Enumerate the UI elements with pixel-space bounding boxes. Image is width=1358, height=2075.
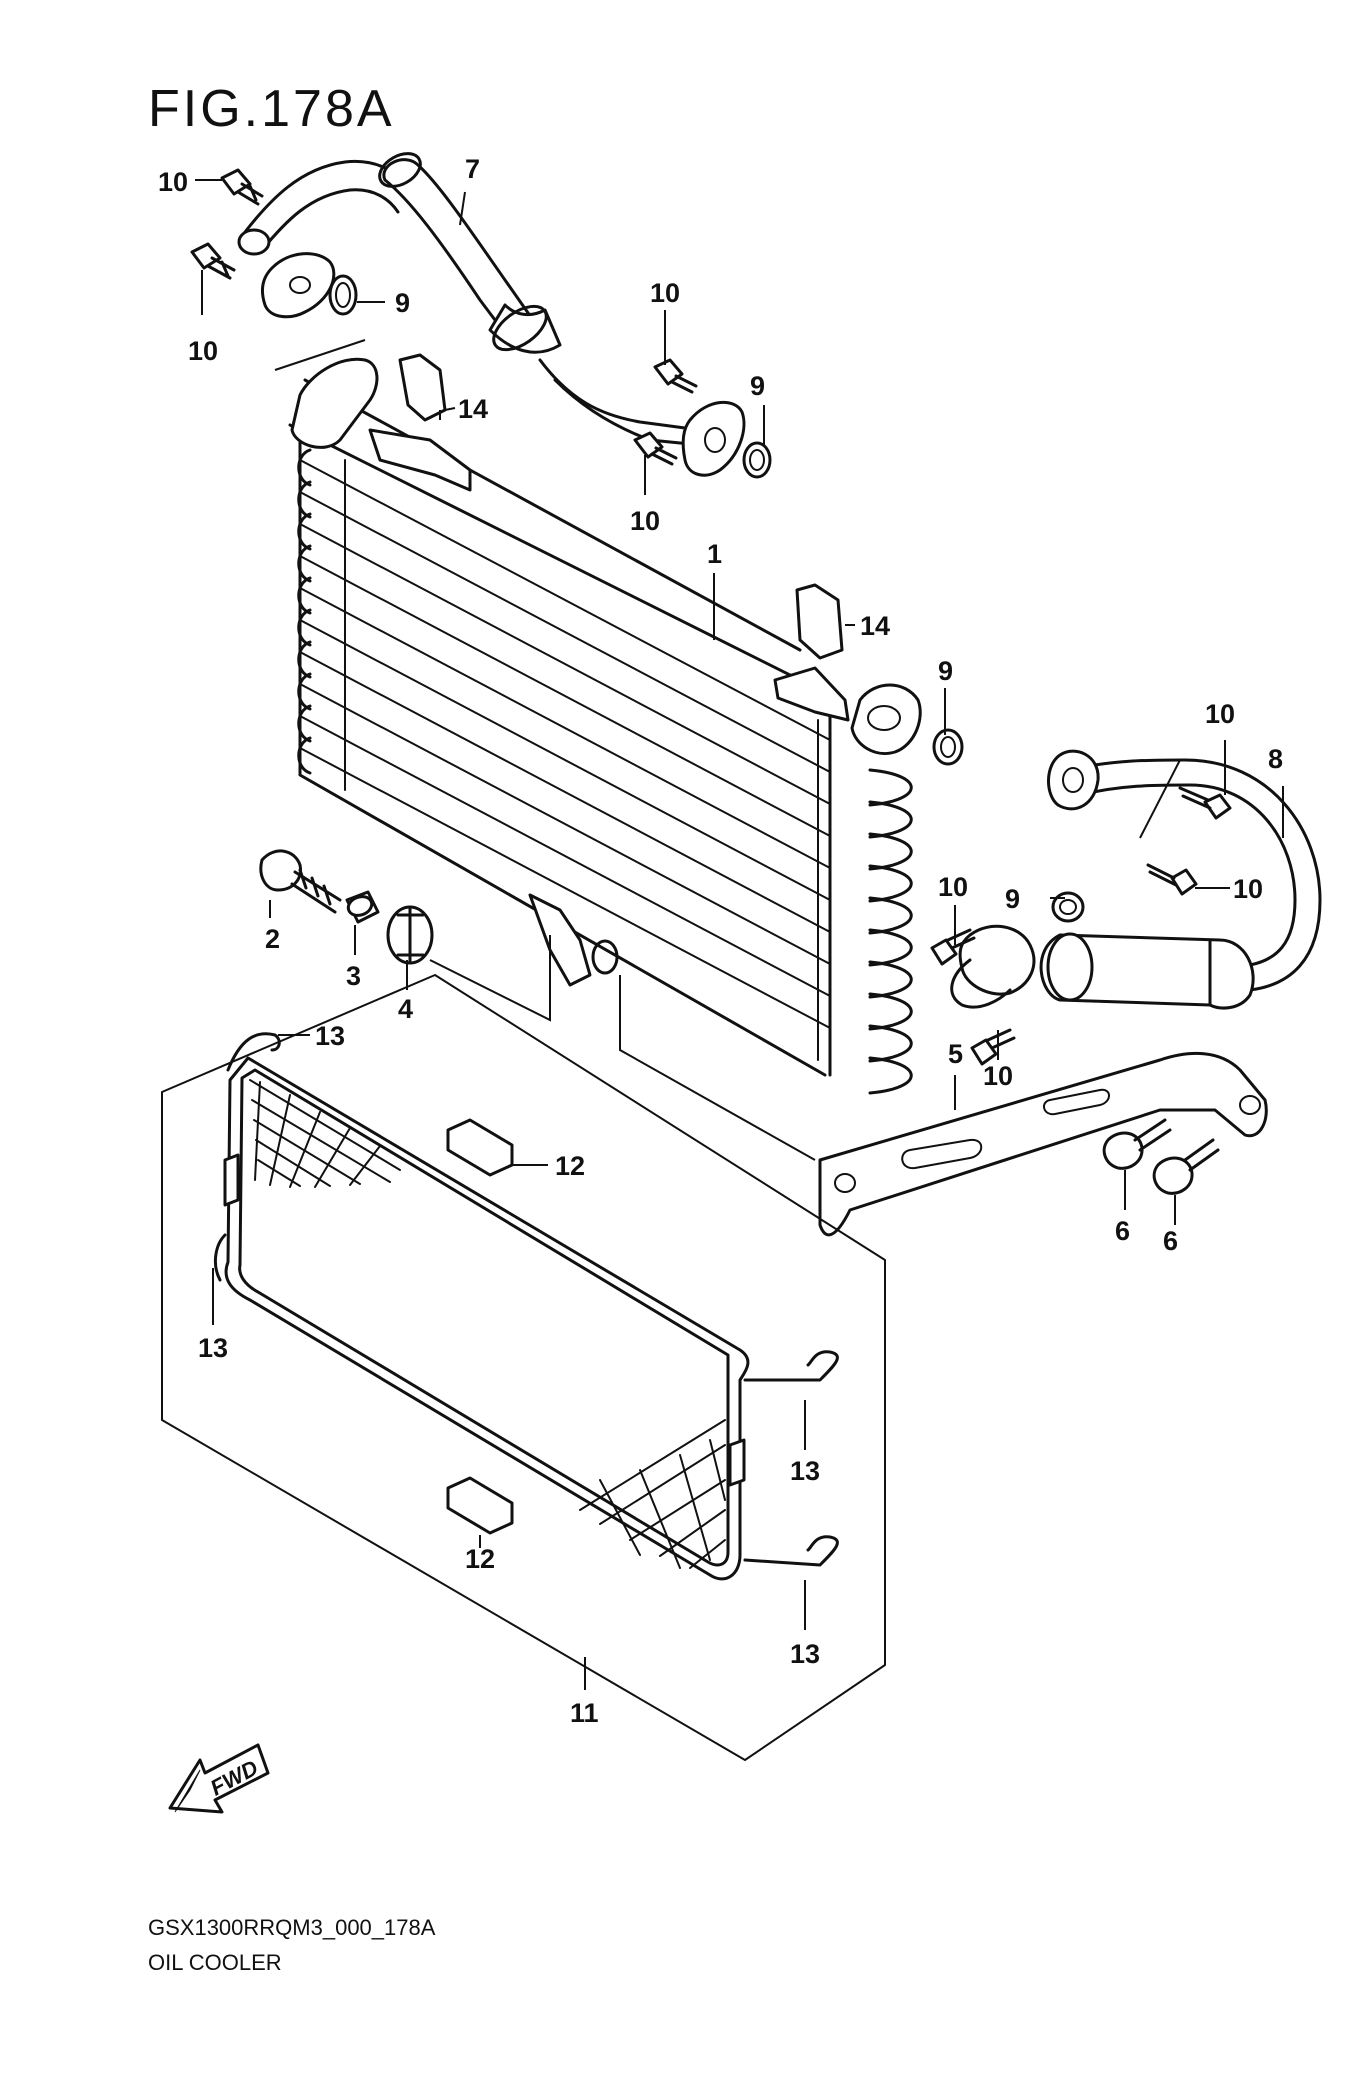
- figure-name: OIL COOLER: [148, 1950, 282, 1975]
- callout-11: 11: [570, 1698, 599, 1728]
- callout-8: 8: [1268, 744, 1283, 774]
- callout-10: 10: [630, 506, 660, 536]
- callout-10: 10: [1233, 874, 1263, 904]
- callout-7: 7: [465, 154, 480, 184]
- bracket-bolt-2: [1152, 1138, 1220, 1195]
- mount-collar: [345, 890, 380, 924]
- callout-14: 14: [458, 394, 488, 424]
- oil-hose-upper: [237, 152, 746, 477]
- callout-13: 13: [790, 1456, 820, 1486]
- callout-6: 6: [1163, 1226, 1178, 1256]
- callout-1: 1: [707, 539, 722, 569]
- callout-6: 6: [1115, 1216, 1130, 1246]
- callout-13: 13: [315, 1021, 345, 1051]
- callout-10: 10: [650, 278, 680, 308]
- callout-9: 9: [750, 371, 765, 401]
- callout-2: 2: [265, 924, 280, 954]
- bolt-lower-2: [1146, 863, 1198, 896]
- bolt-upper-left-1: [220, 168, 264, 206]
- o-ring-lower-right: [1051, 891, 1085, 923]
- callout-9: 9: [395, 288, 410, 318]
- guard-mesh-upper-left: [249, 1079, 401, 1188]
- mount-bracket-plate: [818, 1051, 1268, 1237]
- callout-10: 10: [938, 872, 968, 902]
- callout-4: 4: [398, 994, 413, 1024]
- oil-cooler-guard-frame: [213, 1032, 839, 1581]
- bolt-upper-mid-2: [633, 431, 678, 466]
- figure-title: FIG.178A: [148, 80, 395, 138]
- o-ring-upper-left: [328, 274, 358, 316]
- bolt-lower-4: [970, 1028, 1016, 1066]
- callout-10: 10: [1205, 699, 1235, 729]
- callout-10: 10: [983, 1061, 1013, 1091]
- bracket-upper: [368, 353, 472, 492]
- callout-12: 12: [555, 1151, 585, 1181]
- leader-lines: [195, 179, 1284, 1690]
- callout-9: 9: [1005, 884, 1020, 914]
- callout-10: 10: [158, 167, 188, 197]
- fwd-arrow: FWD: [168, 1743, 270, 1814]
- o-ring-mid-right: [932, 728, 964, 766]
- figure-code: GSX1300RRQM3_000_178A: [148, 1915, 436, 1940]
- callout-13: 13: [198, 1333, 228, 1363]
- cooler-fins: [299, 459, 831, 1061]
- bracket-lower: [773, 583, 850, 722]
- callout-13: 13: [790, 1639, 820, 1669]
- mount-grommet: [386, 905, 434, 965]
- callout-5: 5: [948, 1039, 963, 1069]
- bolt-upper-left-2: [190, 242, 236, 280]
- oil-cooler-guard-box: [161, 974, 886, 1761]
- guard-pad-lower: [446, 1476, 514, 1535]
- callout-14: 14: [860, 611, 890, 641]
- bolt-lower-1: [1178, 786, 1232, 820]
- callout-3: 3: [346, 961, 361, 991]
- guard-mesh-lower-right: [579, 1419, 726, 1569]
- bolt-upper-mid-1: [653, 358, 698, 394]
- o-ring-upper-right: [742, 441, 772, 479]
- callout-9: 9: [938, 656, 953, 686]
- cooler-left-tank: [297, 448, 312, 775]
- bracket-bolt-1: [1102, 1118, 1172, 1170]
- callout-labels: 10 10 7 9 10 9 14 10 1 14 9 10 8 10 10 9…: [158, 154, 1283, 1728]
- guard-pad-upper: [446, 1118, 514, 1177]
- oil-hose-lower: [950, 749, 1322, 1010]
- mount-bolt: [259, 849, 342, 914]
- callout-10: 10: [188, 336, 218, 366]
- cooler-right-tank: [868, 768, 913, 1095]
- callout-12: 12: [465, 1544, 495, 1574]
- oil-cooler-core: [288, 357, 922, 1095]
- bolt-lower-3: [930, 928, 976, 966]
